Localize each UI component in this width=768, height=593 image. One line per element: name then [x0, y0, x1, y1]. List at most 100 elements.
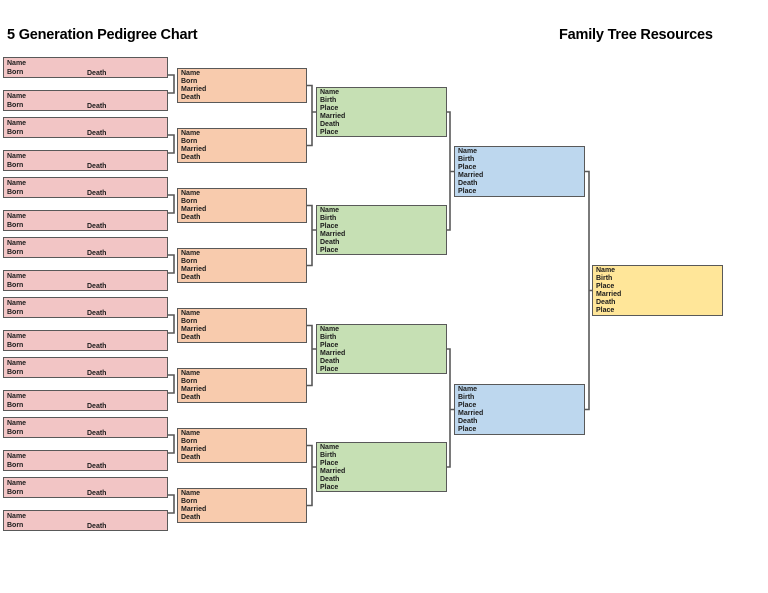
- field-label-name: Name: [7, 180, 27, 187]
- field-label-born: Born: [181, 258, 198, 266]
- field-label-born: Born: [7, 402, 24, 410]
- field-label-birth: Birth: [596, 275, 613, 282]
- field-label-death: Death: [320, 476, 340, 483]
- field-label-place: Place: [320, 223, 339, 230]
- field-label-born: Born: [7, 162, 24, 170]
- field-label-name: Name: [7, 393, 27, 400]
- field-label-born: Born: [7, 249, 24, 257]
- field-label-name: Name: [181, 310, 201, 317]
- field-label-name: Name: [7, 420, 27, 427]
- field-label-death: Death: [458, 418, 478, 425]
- field-label-born: Born: [181, 318, 198, 326]
- field-label-place: Place: [458, 164, 477, 171]
- field-label-birth: Birth: [320, 452, 337, 459]
- field-label-name: Name: [181, 190, 201, 197]
- field-label-birth: Birth: [320, 334, 337, 341]
- field-label-place: Place: [320, 366, 339, 373]
- field-label-name: Name: [181, 70, 201, 77]
- field-label-birth: Birth: [320, 97, 337, 104]
- field-label-name: Name: [7, 213, 27, 220]
- field-label-name: Name: [7, 480, 27, 487]
- field-label-born: Born: [7, 129, 24, 137]
- field-label-death: Death: [87, 222, 107, 230]
- field-label-name: Name: [181, 250, 201, 257]
- field-label-death: Death: [320, 121, 340, 128]
- field-label-born: Born: [7, 369, 24, 377]
- field-label-married: Married: [458, 410, 484, 417]
- field-label-born: Born: [7, 522, 24, 530]
- field-label-birth: Birth: [458, 394, 475, 401]
- field-label-married: Married: [181, 266, 207, 274]
- field-label-place: Place: [458, 426, 477, 433]
- field-label-born: Born: [7, 189, 24, 197]
- field-label-name: Name: [7, 120, 27, 127]
- field-label-name: Name: [7, 333, 27, 340]
- field-label-born: Born: [181, 498, 198, 506]
- field-label-death: Death: [87, 522, 107, 530]
- field-label-death: Death: [458, 180, 478, 187]
- field-label-married: Married: [181, 86, 207, 94]
- field-label-married: Married: [181, 326, 207, 334]
- field-label-place: Place: [320, 247, 339, 254]
- field-label-death: Death: [181, 514, 201, 522]
- field-label-death: Death: [87, 489, 107, 497]
- field-label-place: Place: [320, 484, 339, 491]
- field-label-born: Born: [7, 342, 24, 350]
- field-label-death: Death: [87, 342, 107, 350]
- field-label-death: Death: [87, 102, 107, 110]
- field-label-born: Born: [7, 429, 24, 437]
- field-label-married: Married: [181, 206, 207, 214]
- field-label-born: Born: [181, 438, 198, 446]
- field-label-place: Place: [458, 402, 477, 409]
- field-label-death: Death: [181, 274, 201, 282]
- field-label-death: Death: [181, 334, 201, 342]
- field-label-death: Death: [181, 454, 201, 462]
- field-label-place: Place: [596, 283, 615, 290]
- field-label-death: Death: [181, 214, 201, 222]
- field-label-born: Born: [7, 309, 24, 317]
- field-label-birth: Birth: [458, 156, 475, 163]
- field-label-name: Name: [7, 153, 27, 160]
- field-label-death: Death: [87, 162, 107, 170]
- field-label-married: Married: [320, 350, 346, 357]
- field-label-death: Death: [87, 309, 107, 317]
- field-label-born: Born: [7, 102, 24, 110]
- field-label-name: Name: [7, 300, 27, 307]
- field-label-name: Name: [7, 453, 27, 460]
- field-label-born: Born: [7, 489, 24, 497]
- connectors-gen3-gen4: [447, 111, 454, 468]
- field-label-name: Name: [320, 207, 340, 214]
